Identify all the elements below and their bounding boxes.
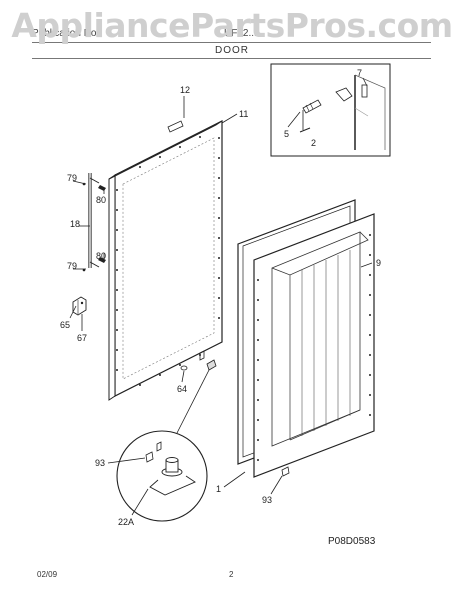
callout-93-left: 93 bbox=[95, 458, 105, 468]
callout-7: 7 bbox=[357, 68, 362, 78]
section-title: DOOR bbox=[215, 45, 249, 56]
callout-79-bottom: 79 bbox=[67, 261, 77, 271]
callout-80-bottom: 80 bbox=[96, 251, 106, 261]
lower-hinge bbox=[72, 296, 87, 316]
door-handle bbox=[88, 173, 100, 268]
screw-detail bbox=[145, 441, 162, 463]
callout-5: 5 bbox=[284, 129, 289, 139]
footer-date: 02/09 bbox=[37, 570, 58, 579]
callout-12: 12 bbox=[180, 85, 190, 95]
header-rule-top bbox=[32, 42, 431, 43]
bottom-hinge-pin bbox=[149, 457, 196, 496]
panel-screws bbox=[116, 136, 220, 386]
hinge-detail-inset bbox=[270, 63, 391, 157]
diagram-code: P08D0583 bbox=[328, 536, 376, 547]
liner-bottom-screw bbox=[281, 466, 290, 477]
liner-screws bbox=[257, 234, 371, 461]
watermark: AppliancePartsPros.com bbox=[11, 6, 453, 45]
callout-11: 11 bbox=[239, 109, 248, 119]
hinge-bracket bbox=[335, 84, 368, 102]
label-plate bbox=[167, 120, 184, 133]
publication-label: Publication No. bbox=[32, 28, 100, 39]
hinge-pin bbox=[302, 99, 322, 114]
callout-1: 1 bbox=[216, 484, 221, 494]
callout-80-top: 80 bbox=[96, 195, 106, 205]
callout-numbers: 12 11 7 5 2 79 80 18 79 80 9 65 67 64 93… bbox=[60, 68, 381, 527]
callout-64: 64 bbox=[177, 384, 187, 394]
callout-79-top: 79 bbox=[67, 173, 77, 183]
model-number: UF22... bbox=[224, 28, 257, 39]
footer-page-number: 2 bbox=[229, 570, 234, 579]
callout-93-right: 93 bbox=[262, 495, 272, 505]
door-bottom-hardware bbox=[180, 350, 217, 371]
callout-2: 2 bbox=[311, 138, 316, 148]
callout-65: 65 bbox=[60, 320, 70, 330]
header-rule-bottom bbox=[32, 58, 431, 59]
outer-door-panel bbox=[108, 120, 223, 401]
magnified-detail-circle bbox=[116, 369, 210, 522]
callout-22a: 22A bbox=[118, 517, 134, 527]
inner-door-liner bbox=[253, 213, 375, 478]
callout-18: 18 bbox=[70, 219, 80, 229]
callout-9: 9 bbox=[376, 258, 381, 268]
callout-67: 67 bbox=[77, 333, 87, 343]
leader-lines bbox=[69, 77, 373, 516]
